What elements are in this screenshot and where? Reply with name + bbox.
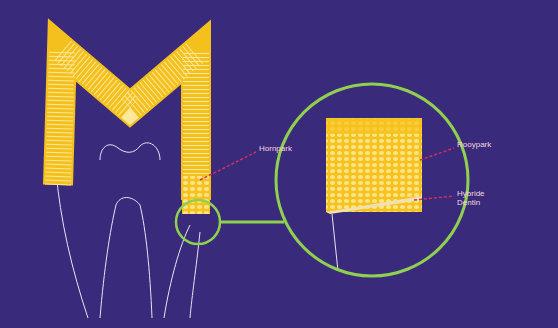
leader-line	[200, 152, 256, 180]
filling-block	[182, 176, 210, 214]
part-label: Hornpark	[259, 144, 292, 153]
zoom-circle	[176, 200, 220, 244]
filling-texture	[182, 176, 210, 214]
magnified-filling	[326, 118, 422, 212]
part-label: Rooypark	[457, 140, 491, 149]
leader-line	[420, 148, 454, 160]
part-label: Hybride Dentin	[457, 189, 501, 207]
crown-stripes	[58, 50, 196, 200]
dentin-line	[332, 214, 340, 290]
zoom-connector	[220, 221, 284, 224]
crown-layer	[58, 50, 196, 200]
leader-line	[414, 196, 454, 200]
magnify-circle	[276, 84, 468, 276]
magnified-top	[326, 118, 422, 134]
hybrid-layer	[326, 196, 422, 214]
